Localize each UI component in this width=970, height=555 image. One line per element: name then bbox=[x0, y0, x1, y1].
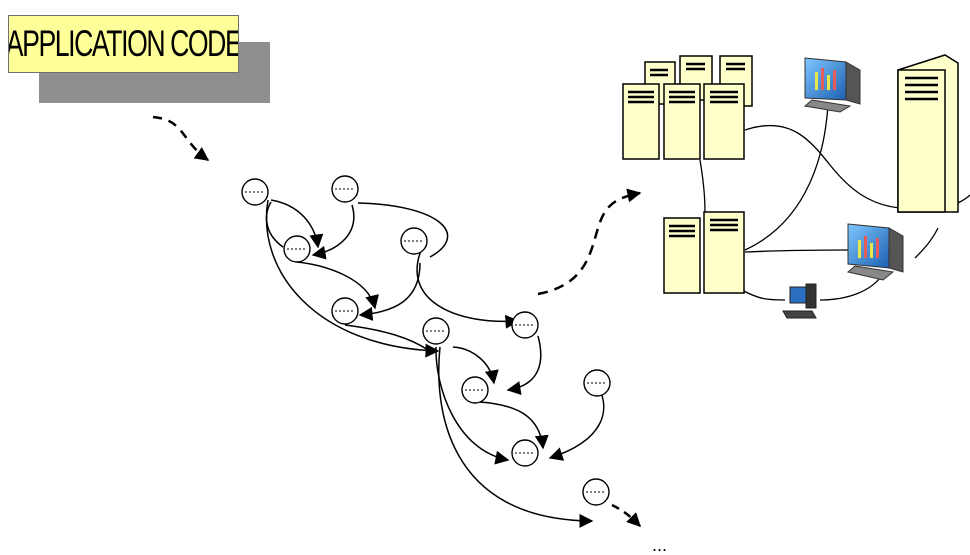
desktop-computer-icon bbox=[782, 283, 817, 319]
tower-server-icon bbox=[897, 54, 959, 213]
network-cables bbox=[699, 104, 970, 301]
graph-node bbox=[511, 439, 539, 467]
graph-node bbox=[241, 178, 269, 206]
application-code-box: APPLICATION CODE bbox=[8, 15, 239, 73]
server-icon bbox=[622, 83, 660, 160]
server-icon bbox=[703, 83, 745, 160]
edge bbox=[265, 199, 440, 358]
dashed-arrow-continuation bbox=[611, 503, 641, 527]
edge bbox=[344, 324, 429, 351]
graph-node bbox=[331, 175, 359, 203]
server-icon bbox=[663, 217, 701, 294]
edge bbox=[270, 199, 324, 249]
edge bbox=[506, 335, 542, 395]
dashed-arrow-graph-to-servers bbox=[537, 188, 642, 296]
server-icon bbox=[663, 83, 701, 160]
cable bbox=[744, 249, 849, 253]
server-pair-icon bbox=[663, 211, 745, 294]
edge bbox=[452, 346, 499, 385]
edge bbox=[311, 204, 355, 260]
dashed-arrow-title-to-graph bbox=[152, 115, 210, 162]
edge bbox=[548, 387, 605, 461]
graph-node bbox=[582, 478, 610, 506]
cable bbox=[744, 104, 829, 251]
edge bbox=[435, 346, 510, 465]
monitor-icon bbox=[803, 57, 861, 113]
graph-node bbox=[461, 376, 489, 404]
edge bbox=[357, 202, 449, 258]
edge bbox=[438, 346, 594, 528]
edge bbox=[479, 401, 549, 450]
graph-nodes bbox=[241, 175, 611, 506]
cable bbox=[819, 277, 881, 301]
edge bbox=[416, 247, 520, 329]
graph-node bbox=[511, 311, 539, 339]
application-code-label: APPLICATION CODE bbox=[8, 23, 239, 64]
edge bbox=[296, 261, 379, 310]
cable bbox=[914, 227, 939, 259]
cable bbox=[699, 159, 706, 216]
continuation-ellipsis: ... bbox=[652, 535, 668, 555]
graph-node bbox=[283, 235, 311, 263]
graph-edges bbox=[265, 199, 605, 528]
edge bbox=[358, 262, 421, 321]
server-cluster-icon bbox=[622, 55, 753, 160]
graph-node bbox=[400, 227, 428, 255]
cable bbox=[741, 289, 786, 301]
monitor-icon bbox=[846, 223, 904, 281]
cable bbox=[744, 124, 901, 209]
graph-node bbox=[331, 297, 359, 325]
graph-node bbox=[583, 369, 611, 397]
graph-node bbox=[422, 317, 450, 345]
